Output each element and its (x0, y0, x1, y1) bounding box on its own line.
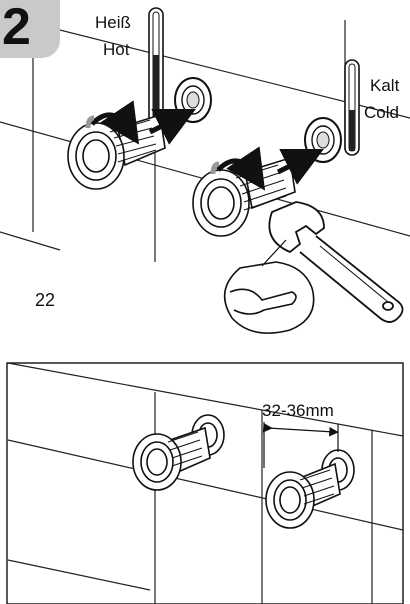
cold-wall-outlet (304, 117, 342, 163)
wrench-icon (268, 201, 404, 323)
label-cold-german: Kalt (370, 76, 400, 95)
installed-hot-fitting (132, 414, 225, 491)
label-hot-english: Hot (103, 40, 130, 59)
wrench-size-callout (223, 239, 315, 334)
hot-rotate-arrow (85, 100, 140, 145)
label-hot-german: Heiß (95, 13, 131, 32)
cold-push-arrow (276, 149, 324, 185)
label-distance: 32-36mm (262, 401, 334, 420)
cold-indicator-tube (344, 59, 360, 156)
hot-eccentric-fitting (67, 113, 166, 190)
label-cold-english: Cold (364, 103, 399, 122)
cold-rotate-arrow (210, 146, 266, 191)
step-number: 2 (2, 0, 31, 56)
hot-push-arrow (148, 109, 196, 145)
hot-indicator-tube (148, 7, 164, 125)
hot-wall-outlet (174, 77, 212, 123)
distance-dimension (262, 422, 339, 468)
step-badge: 2 (0, 0, 60, 58)
installed-cold-fitting (265, 449, 355, 529)
label-wrench-size: 22 (35, 290, 56, 310)
